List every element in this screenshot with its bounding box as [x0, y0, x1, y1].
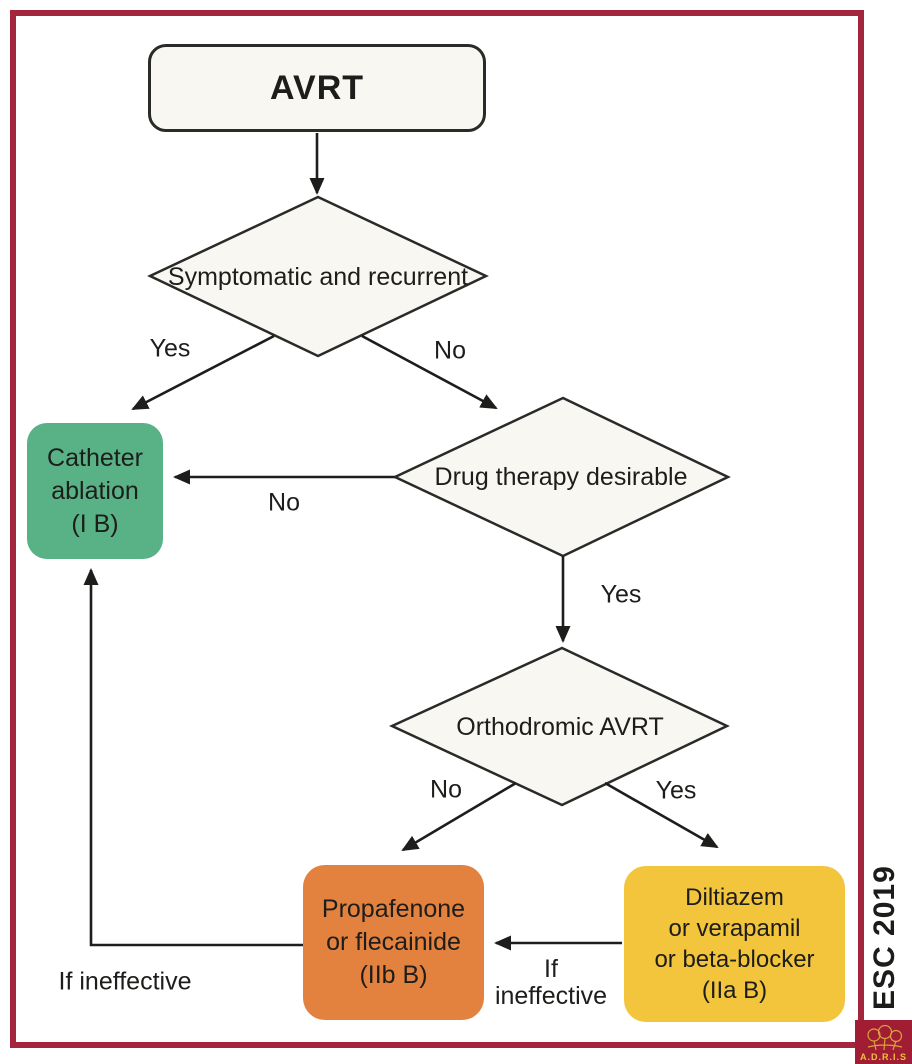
diamond-orthodromic-label: Orthodromic AVRT [456, 713, 664, 741]
adris-logo: A.D.R.I.S [855, 1020, 912, 1064]
edge-label-drug-therapy-no: No [268, 488, 300, 517]
esc-2019-watermark: ESC 2019 [868, 865, 901, 1010]
edge-label-symptomatic-no: No [434, 336, 466, 365]
diamond-symptomatic-label: Symptomatic and recurrent [167, 263, 469, 291]
adris-logo-text: A.D.R.I.S [859, 1052, 907, 1062]
arrow-orthodromic-no-to-propafenone [401, 781, 517, 852]
edge-label-orthodromic-yes: Yes [655, 776, 697, 805]
edge-label-symptomatic-yes: Yes [149, 334, 191, 363]
arrow-propafenone-loop-to-catheter [83, 568, 303, 947]
adris-tree-icon [866, 1025, 902, 1051]
chart-border-frame [10, 10, 864, 1048]
edge-label-drug-therapy-yes: Yes [600, 580, 642, 609]
arrow-symptomatic-no-to-drug-therapy [361, 334, 498, 410]
edge-label-orthodromic-no: No [430, 775, 462, 804]
diamond-symptomatic-recurrent [147, 195, 489, 358]
diamond-orthodromic-avrt [389, 646, 730, 807]
diamond-drug-therapy-label: Drug therapy desirable [434, 463, 688, 491]
node-avrt-label: AVRT [269, 68, 365, 107]
arrow-symptomatic-yes-to-catheter [131, 334, 275, 411]
node-propafenone-flecainide: Propafenone or flecainide (IIb B) [303, 865, 484, 1020]
arrow-orthodromic-yes-to-diltiazem [604, 781, 719, 849]
edge-label-if-ineffective-loop: If ineffective [58, 967, 192, 996]
node-catheter-ablation: Catheter ablation (I B) [27, 423, 163, 559]
edge-label-if-ineffective-mid: If ineffective [494, 955, 608, 1010]
node-avrt: AVRT [148, 44, 486, 132]
node-diltiazem-verapamil-betablocker: Diltiazem or verapamil or beta-blocker (… [624, 866, 845, 1022]
